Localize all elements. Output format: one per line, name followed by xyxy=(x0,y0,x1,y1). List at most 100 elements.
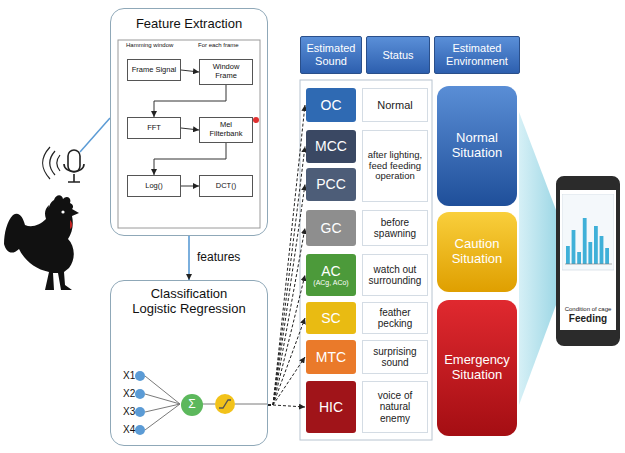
node-title: voice of natural enemy xyxy=(366,390,424,425)
node-title: OC xyxy=(321,97,342,113)
input-label: X2 xyxy=(123,388,135,399)
node-title: Normal xyxy=(377,99,412,112)
dashed-arrow xyxy=(268,228,305,405)
microphone-stand xyxy=(64,164,84,182)
node-title: before spawning xyxy=(366,217,424,240)
column-header: Status xyxy=(366,36,430,74)
status-box: feather pecking xyxy=(362,302,428,334)
bar-chart xyxy=(562,194,614,272)
environment-box: Emergency Situation xyxy=(437,300,517,436)
sound-class: SC xyxy=(306,302,356,334)
sound-waves xyxy=(43,147,61,179)
flow-arrow xyxy=(181,128,199,130)
node-title: PCC xyxy=(316,176,346,192)
output-arrow xyxy=(519,112,556,405)
inner-panel xyxy=(118,40,260,228)
flow-arrow xyxy=(181,70,199,72)
sound-class: GC xyxy=(306,210,356,246)
node-title: Emergency Situation xyxy=(440,353,514,383)
stage-box: ΣClassificationLogistic Regression xyxy=(110,280,268,446)
node-title: Condition of cage xyxy=(565,306,612,313)
activation-circle xyxy=(215,394,235,414)
activation-symbol xyxy=(219,400,231,408)
column-header: Estimated Sound xyxy=(300,36,362,74)
edge-label: features xyxy=(195,251,242,264)
status-box: Normal xyxy=(362,88,428,122)
logistic-net xyxy=(145,376,268,430)
node-title: feather pecking xyxy=(366,307,424,330)
flow-arrow xyxy=(181,186,199,187)
status-box: watch out surrounding xyxy=(362,254,428,296)
sound-class: HIC xyxy=(306,381,356,433)
sound-class: MCC xyxy=(306,130,356,163)
column-header: Estimated Environment xyxy=(434,36,520,74)
sound-class: AC(ACg, ACo) xyxy=(306,254,356,296)
node-title: Mel Filterbank xyxy=(203,121,249,138)
status-box: voice of natural enemy xyxy=(362,381,428,433)
dashed-arrow xyxy=(268,185,305,406)
step-note: For each frame xyxy=(198,42,239,49)
dashed-arrow xyxy=(268,405,305,407)
dashed-arrow xyxy=(268,357,305,405)
node-title: Feature Extraction xyxy=(136,17,242,32)
chart-frame xyxy=(562,194,614,270)
flow-arrow xyxy=(188,236,190,280)
node-title: Normal Situation xyxy=(440,131,514,161)
step-box: Mel Filterbank xyxy=(199,117,253,143)
status-box: after lighting, feed feeding operation xyxy=(362,130,428,202)
node-title: GC xyxy=(321,220,342,236)
input-label: X3 xyxy=(123,406,135,417)
node-title: after lighting, feed feeding operation xyxy=(366,150,424,183)
node-title: Estimated Environment xyxy=(438,42,516,67)
node-title: Frame Signal xyxy=(132,66,177,75)
status-box: surprising sound xyxy=(362,340,428,374)
node-subtext: Feeding xyxy=(569,313,607,325)
chart-bar xyxy=(583,218,587,264)
step-box: DCT() xyxy=(199,175,253,197)
step-box: Log() xyxy=(127,175,181,197)
step-box: Window Frame xyxy=(199,59,253,85)
dashed-arrow xyxy=(268,105,305,405)
dashed-arrow xyxy=(268,318,305,405)
chart-bar xyxy=(600,236,604,264)
rooster-wattle xyxy=(70,220,72,229)
chart-bar xyxy=(577,252,581,264)
node-title: Window Frame xyxy=(203,63,249,80)
node-title: surprising sound xyxy=(366,346,424,369)
step-box: Frame Signal xyxy=(127,59,181,81)
node-title: Σ xyxy=(188,398,195,412)
sound-class: PCC xyxy=(306,168,356,201)
chart-bar xyxy=(572,230,576,264)
node-title: Caution Situation xyxy=(440,237,514,267)
node-title: Status xyxy=(382,49,413,62)
input-circles xyxy=(135,371,145,435)
node-subtext: Logistic Regression xyxy=(132,302,245,317)
node-subtext: (ACg, ACo) xyxy=(313,279,348,287)
flow-arrow xyxy=(154,85,226,117)
rooster-eye xyxy=(61,210,64,213)
flow-arrow xyxy=(154,143,226,175)
sound-class: OC xyxy=(306,88,356,122)
node-title: watch out surrounding xyxy=(366,264,424,287)
microphone xyxy=(68,150,80,172)
node-title: FFT xyxy=(147,124,161,133)
environment-box: Normal Situation xyxy=(437,86,517,206)
red-dot xyxy=(253,117,259,123)
column-panel xyxy=(300,80,432,440)
status-box: before spawning xyxy=(362,210,428,246)
dashed-arrow xyxy=(268,275,305,405)
node-title: SC xyxy=(321,310,340,326)
step-box: FFT xyxy=(127,117,181,139)
node-title: Estimated Sound xyxy=(304,42,358,67)
sound-class: MTC xyxy=(306,340,356,374)
phone-screen: Condition of cageFeeding xyxy=(556,176,620,346)
node-title: Log() xyxy=(145,182,163,191)
rooster xyxy=(4,195,79,290)
node-title: AC xyxy=(321,263,340,279)
dashed-arrow xyxy=(268,147,305,406)
chart-bar xyxy=(566,246,570,264)
input-label: X4 xyxy=(123,424,135,435)
sum-node: Σ xyxy=(181,394,203,416)
chart-bar xyxy=(605,248,609,264)
